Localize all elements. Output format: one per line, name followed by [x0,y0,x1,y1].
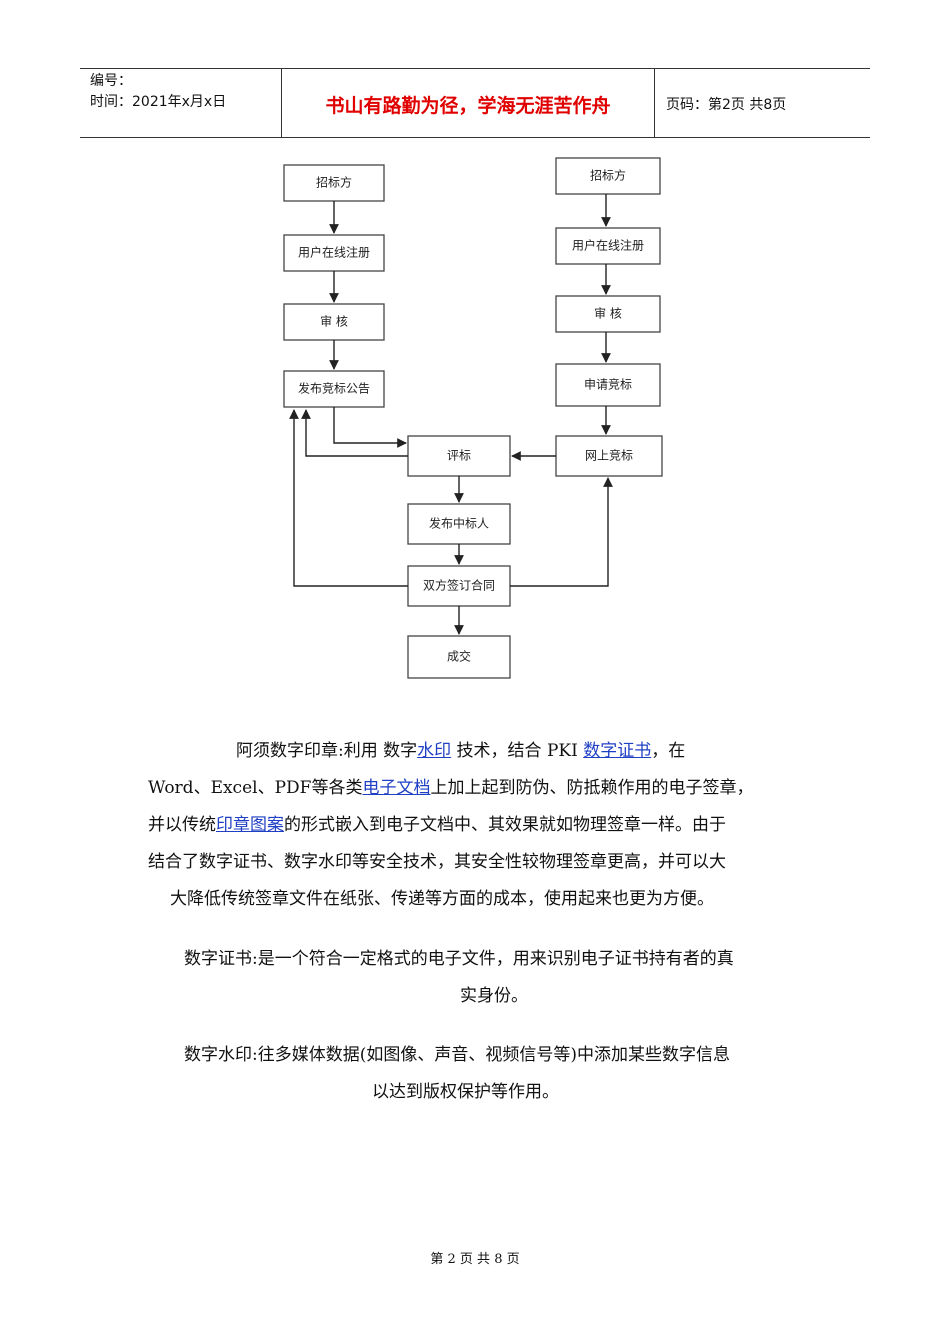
flow-arrow [333,407,407,448]
svg-text:网上竞标: 网上竞标 [585,449,633,463]
header-motto: 书山有路勤为径，学海无涯苦作舟 [325,95,611,117]
link-watermark[interactable]: 水印 [417,741,452,761]
flow-arrow [301,409,408,457]
svg-text:发布竞标公告: 发布竞标公告 [298,381,370,396]
page-header: 编号： 时间：2021年x月x日 书山有路勤为径，学海无涯苦作舟 页码：第2页 … [80,68,870,138]
flow-node-sign-contract: 双方签订合同 [407,565,511,607]
page-footer: 第 2 页 共 8 页 [430,1252,520,1267]
header-left-cell: 编号： 时间：2021年x月x日 [90,71,226,113]
text-line: Word、Excel、PDF等各类电子文档上加上起到防伪、防抵赖作用的电子签章， [148,770,828,807]
flow-node-evaluate: 评标 [407,435,511,477]
text-line: 数字证书:是一个符合一定格式的电子文件，用来识别电子证书持有者的真 [184,949,734,969]
header-divider [281,69,282,137]
text-run: 阿须数字印章:利用 数字 [236,741,418,761]
svg-text:招标方: 招标方 [590,168,626,183]
svg-text:申请竞标: 申请竞标 [584,378,632,392]
text-run: 上加上起到防伪、防抵赖作用的电子签章， [430,778,754,798]
flow-node-online-bid: 网上竞标 [555,435,663,477]
flow-node-left-tenderer: 招标方 [283,164,385,202]
link-seal-pattern[interactable]: 印章图案 [216,815,284,835]
paragraph-digital-watermark: 数字水印:往多媒体数据(如图像、声音、视频信号等)中添加某些数字信息 以达到版权… [184,1037,824,1111]
svg-text:用户在线注册: 用户在线注册 [572,238,644,253]
text-line: 大降低传统签章文件在纸张、传递等方面的成本，使用起来也更为方便。 [170,889,714,909]
link-digital-certificate[interactable]: 数字证书 [583,741,652,761]
flow-node-apply-bid: 申请竞标 [555,363,661,407]
flow-arrow [510,477,613,587]
text-line: 实身份。 [460,986,528,1006]
svg-text:审 核: 审 核 [594,306,622,321]
flow-node-right-review: 审 核 [555,295,661,333]
svg-text:双方签订合同: 双方签订合同 [423,578,495,593]
flow-node-right-tenderer: 招标方 [555,157,661,195]
text-line: 数字水印:往多媒体数据(如图像、声音、视频信号等)中添加某些数字信息 [184,1045,730,1065]
svg-text:评标: 评标 [447,449,471,463]
paragraph-digital-seal: 阿须数字印章:利用 数字水印 技术，结合 PKI 数字证书，在 Word、Exc… [148,733,828,918]
text-line: 结合了数字证书、数字水印等安全技术，其安全性较物理签章更高，并可以大 [148,852,726,872]
number-label: 编号： [90,73,132,89]
flow-node-left-review: 审 核 [283,303,385,341]
bidding-flowchart: 招标方 用户在线注册 审 核 发布竞标公告 招标方 用户在线注册 审 核 申请竞… [283,157,663,679]
svg-text:审 核: 审 核 [320,314,348,329]
svg-text:用户在线注册: 用户在线注册 [298,245,370,260]
header-page-info: 页码：第2页 共8页 [666,97,787,113]
header-divider [654,69,655,137]
text-line: 以达到版权保护等作用。 [372,1082,559,1102]
flow-node-publish-notice: 发布竞标公告 [283,370,385,408]
text-run: ，在 [651,741,686,761]
flow-node-deal-done: 成交 [407,635,511,679]
text-run: 技术，结合 PKI [451,741,584,761]
text-run: 的形式嵌入到电子文档中、其效果就如物理签章一样。由于 [284,815,726,835]
date-line: 时间：2021年x月x日 [90,94,227,110]
paragraph-digital-certificate: 数字证书:是一个符合一定格式的电子文件，用来识别电子证书持有者的真 实身份。 [184,941,824,1015]
flow-arrow [289,409,408,587]
link-electronic-document[interactable]: 电子文档 [362,778,431,798]
flow-node-announce-winner: 发布中标人 [407,503,511,545]
flow-node-right-register: 用户在线注册 [555,227,661,265]
svg-text:成交: 成交 [447,649,471,664]
text-run: 并以传统 [148,815,216,835]
text-line: 并以传统印章图案的形式嵌入到电子文档中、其效果就如物理签章一样。由于 [148,807,828,844]
text-line: 阿须数字印章:利用 数字水印 技术，结合 PKI 数字证书，在 [148,733,828,770]
text-run: Word、Excel、PDF等各类 [148,778,363,798]
flow-node-left-register: 用户在线注册 [283,234,385,272]
svg-text:发布中标人: 发布中标人 [429,516,489,531]
svg-text:招标方: 招标方 [316,175,352,190]
